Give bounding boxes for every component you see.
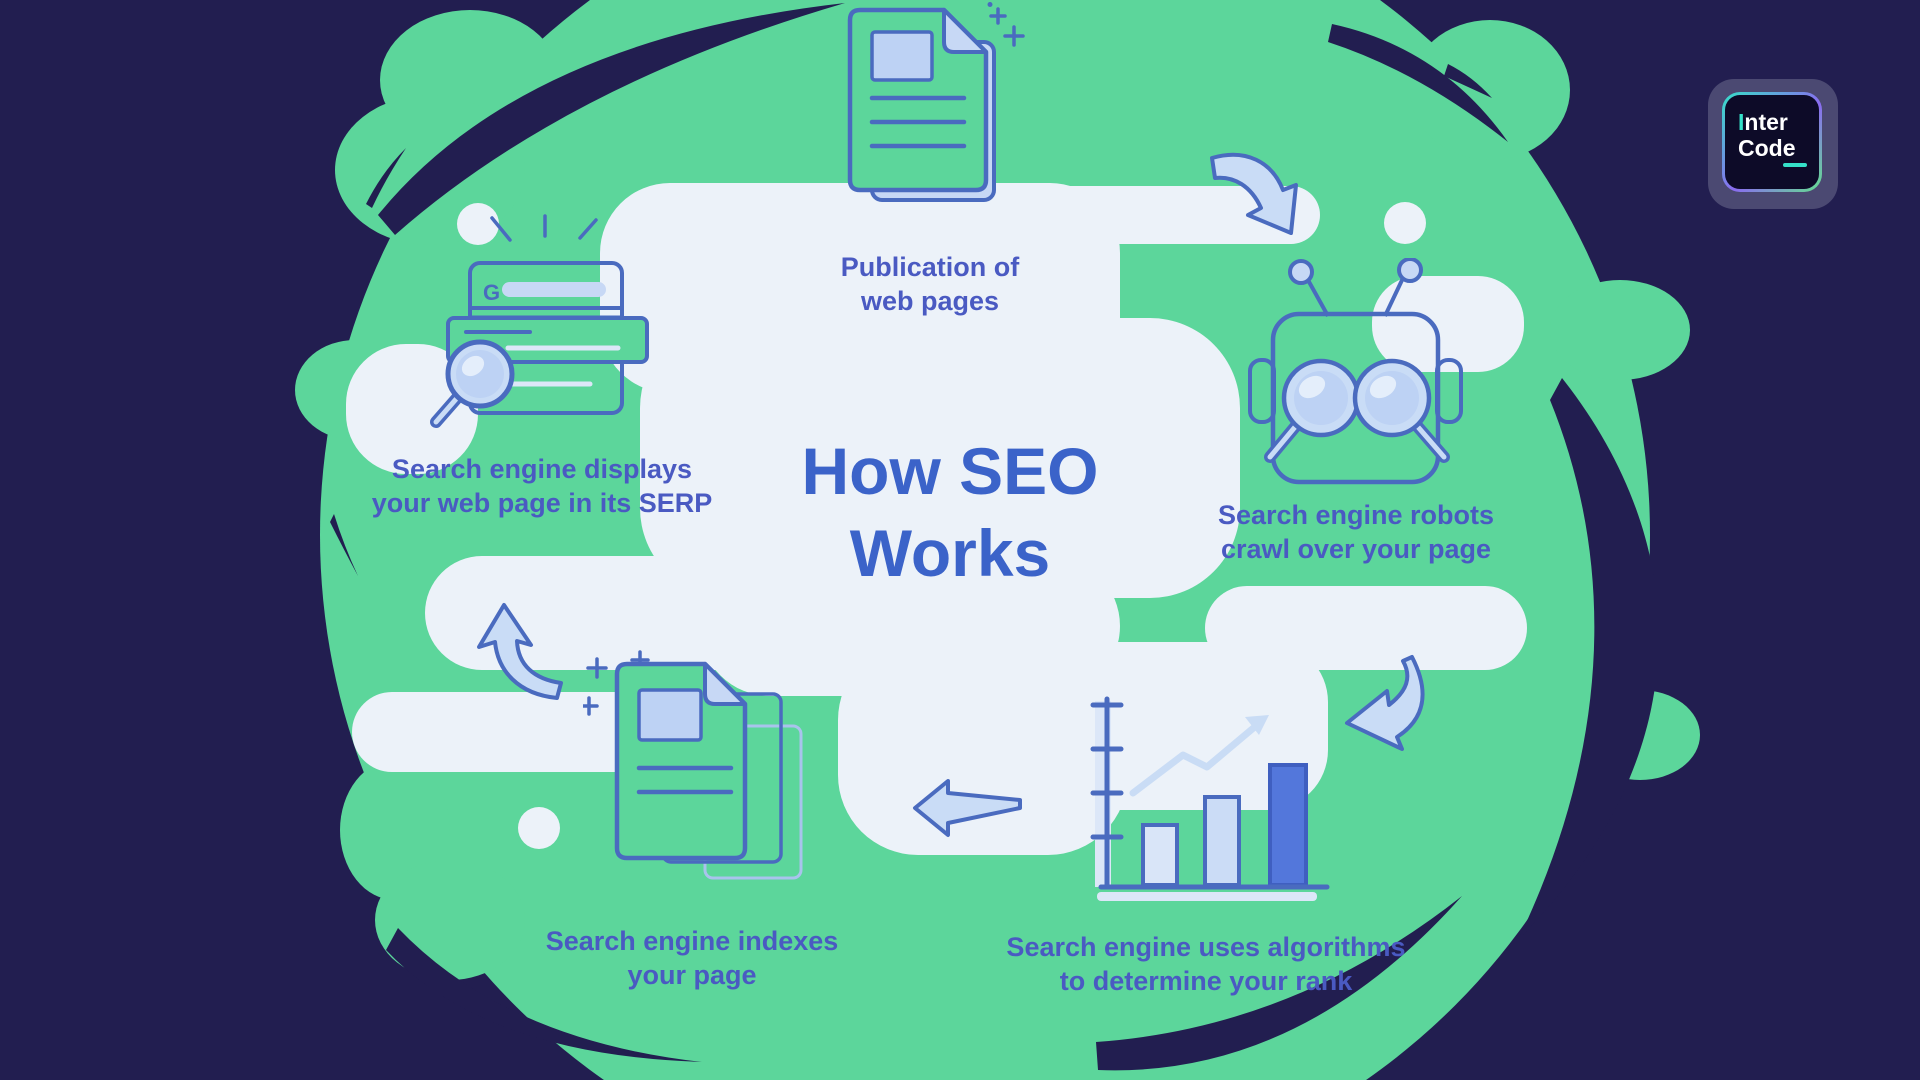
caption-serp: Search engine displays your web page in …: [372, 452, 713, 520]
magnifier-icon: [430, 339, 515, 428]
white-dot-right: [1384, 202, 1426, 244]
brush-dash-top-left: [366, 148, 406, 208]
caption-line: your web page in its SERP: [371, 488, 713, 518]
caption-index: Search engine indexes your page: [546, 924, 839, 992]
page-title: How SEO Works: [801, 430, 1098, 594]
caption-rank: Search engine uses algorithms to determi…: [1006, 930, 1405, 998]
curved-arrow-up-icon: [477, 603, 563, 700]
brush-stroke-right: [1518, 378, 1659, 940]
caption-publication: Publication of web pages: [841, 250, 1020, 318]
search-engine-g-label: G: [483, 280, 500, 305]
emphasis-rays-icon: [490, 214, 598, 242]
indexed-documents-icon: [583, 650, 803, 880]
curved-arrow-top-right-icon: [1210, 152, 1298, 235]
logo-word-code: Code: [1738, 135, 1796, 161]
intercode-logo: Inter Code: [1722, 92, 1822, 192]
caption-line: Publication of: [840, 252, 1020, 282]
curved-arrow-right-icon: [1345, 655, 1425, 751]
logo-initial: I: [1738, 109, 1745, 135]
ranking-bar-chart-icon: [1090, 696, 1330, 901]
caption-line: Search engine indexes: [545, 926, 839, 956]
caption-line: your page: [627, 960, 757, 990]
title-line-2: Works: [849, 516, 1051, 590]
bar-high: [1268, 763, 1308, 887]
caption-line: Search engine uses algorithms: [1006, 932, 1406, 962]
logo-word-rest: nter: [1744, 109, 1788, 135]
logo-underline: [1783, 163, 1807, 167]
intercode-logo-text: Inter Code: [1725, 95, 1819, 189]
brush-stroke-accents: [330, 3, 1659, 1071]
brush-stroke-bottom-left: [386, 928, 702, 1062]
caption-crawl: Search engine robots crawl over your pag…: [1218, 498, 1494, 566]
brush-dash-left: [330, 514, 358, 576]
caption-line: web pages: [860, 286, 1000, 316]
title-line-1: How SEO: [801, 434, 1099, 508]
magnifier-eyes-icon: [1264, 358, 1450, 463]
logo-word-inter: Inter: [1738, 109, 1819, 135]
bar-mid: [1203, 795, 1241, 887]
cycle-arrows: [477, 152, 1425, 837]
caption-line: crawl over your page: [1220, 534, 1492, 564]
caption-line: to determine your rank: [1059, 966, 1353, 996]
white-splash: [346, 183, 1527, 855]
caption-line: Search engine displays: [391, 454, 693, 484]
serp-browser-magnifier-icon: G: [430, 214, 649, 428]
brush-dash-top-right: [1444, 64, 1492, 98]
white-dot-bottom: [518, 807, 560, 849]
brush-stroke-top-right: [1328, 24, 1508, 142]
caption-line: Search engine robots: [1217, 500, 1495, 530]
trend-arrow-icon: [1129, 715, 1269, 797]
web-page-document-icon: [847, 2, 1025, 202]
robot-crawler-icon: [1248, 258, 1463, 485]
bar-low: [1141, 823, 1179, 887]
white-dot-left: [457, 203, 499, 245]
brush-stroke-bottom-right: [1096, 896, 1462, 1071]
sparkle-icons: [987, 2, 1025, 47]
left-arrow-icon: [913, 779, 1022, 837]
